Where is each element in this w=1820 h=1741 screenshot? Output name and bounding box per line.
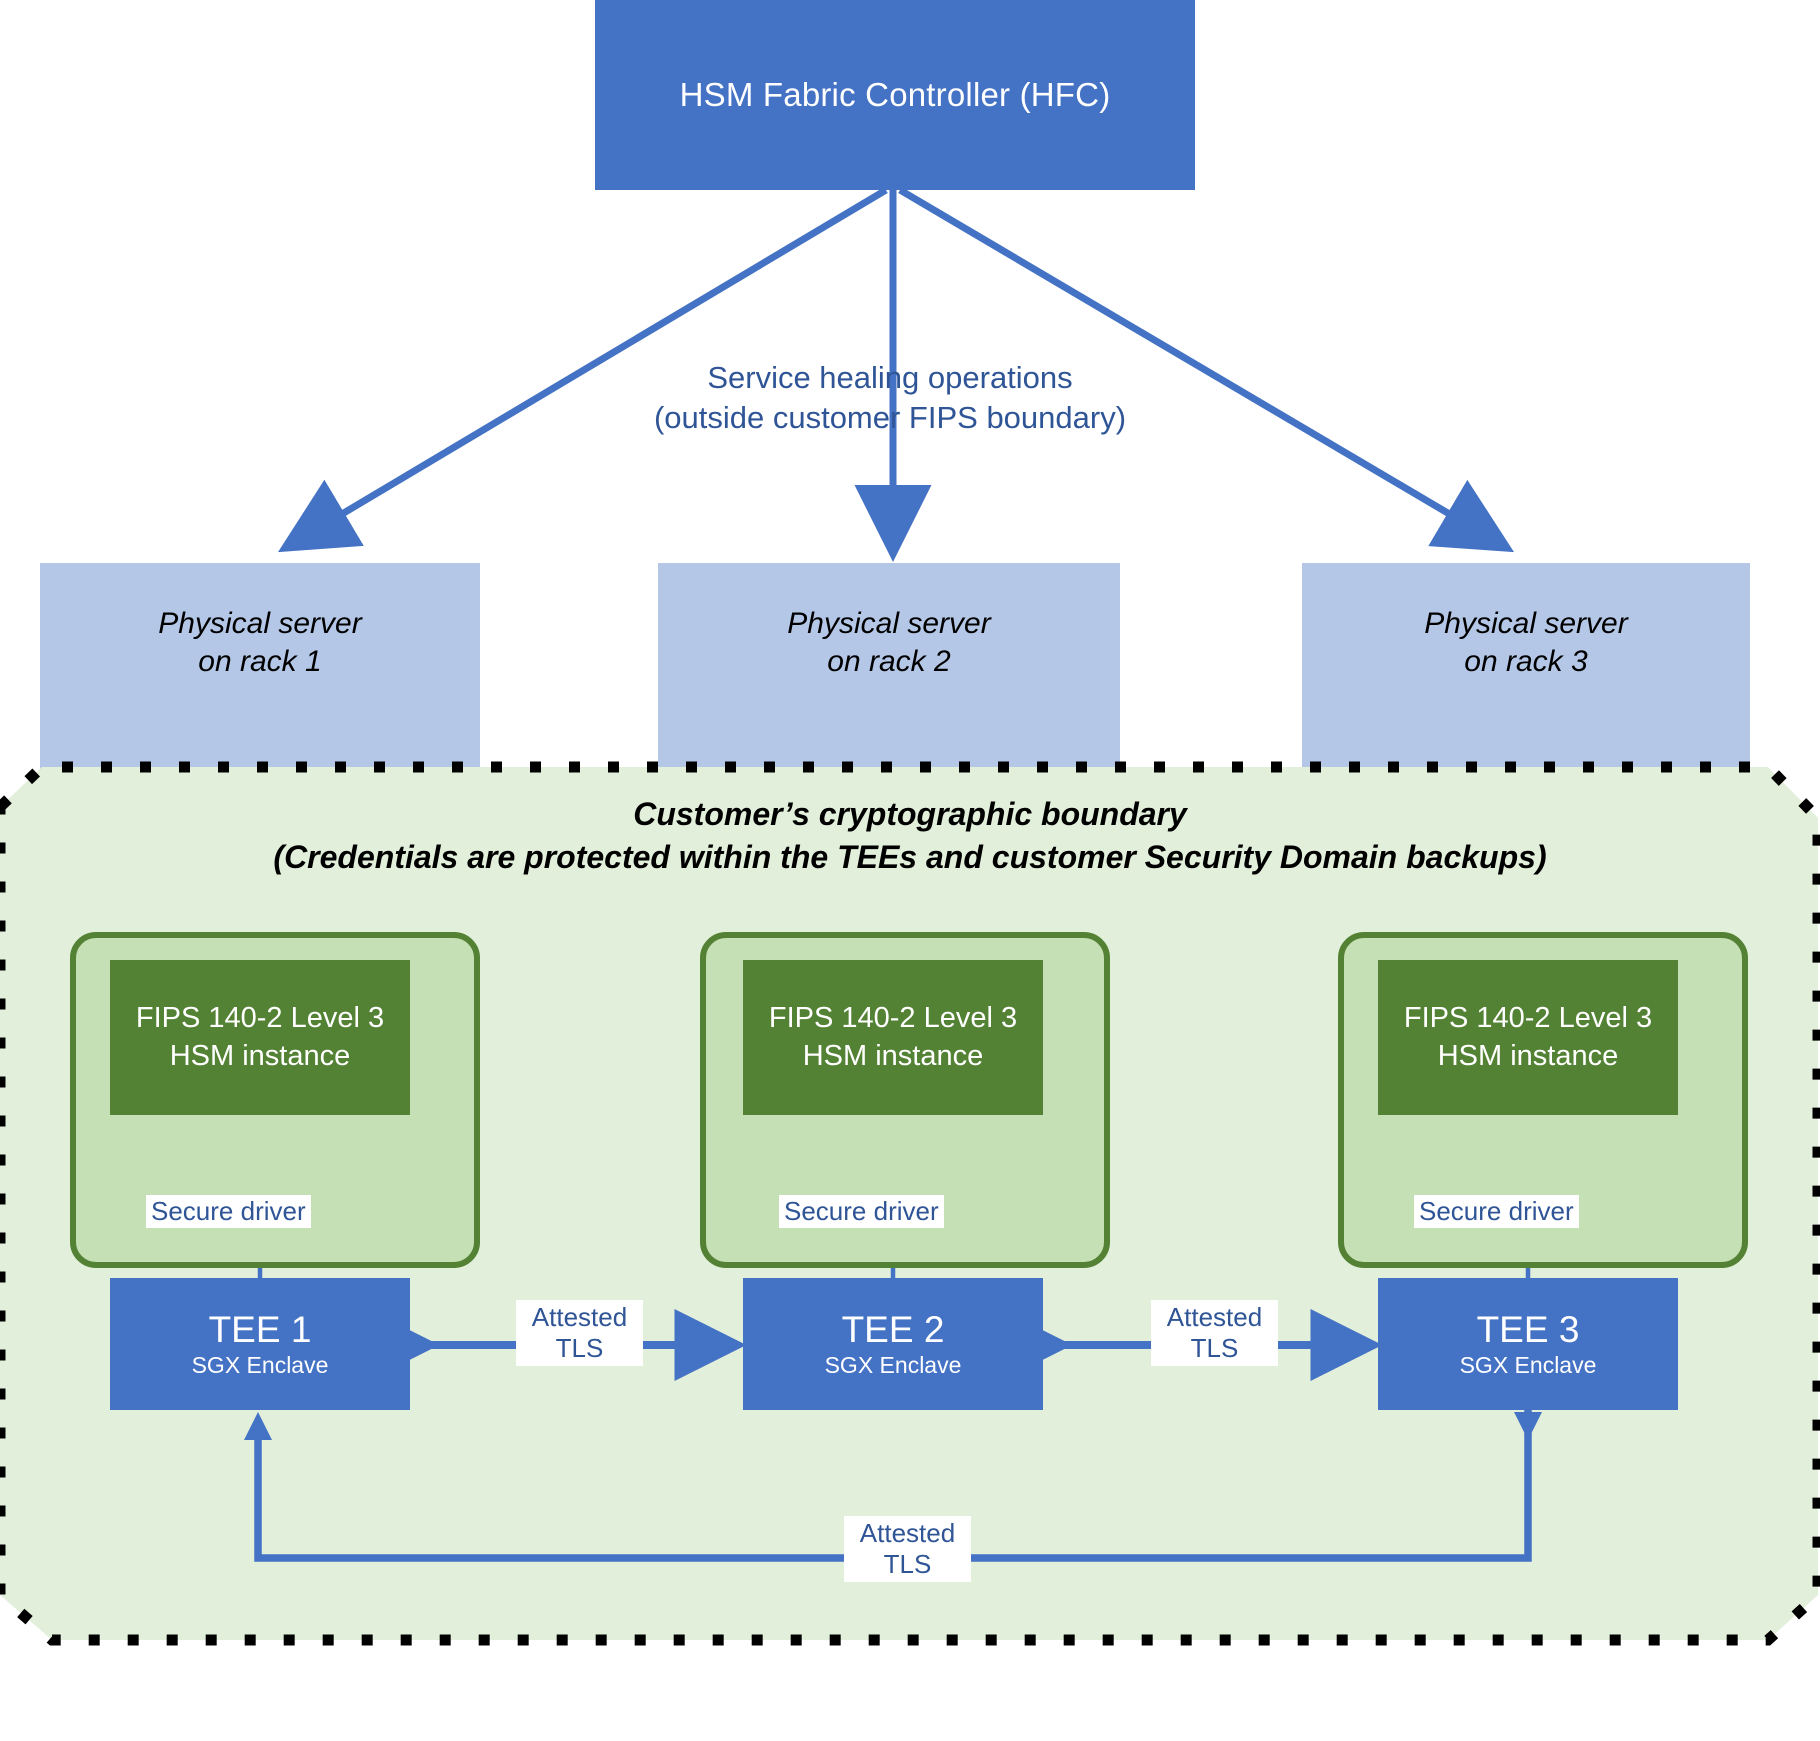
hsm-fabric-controller-label: HSM Fabric Controller (HFC) [679, 76, 1111, 113]
hsm-instance-2-line1: FIPS 140-2 Level 3 [768, 1001, 1018, 1034]
physical-server-3-line1: Physical server [1424, 606, 1628, 640]
attested-tls-label-1-line1: Attested [531, 1302, 628, 1332]
physical-server-1-line2: on rack 1 [198, 645, 322, 678]
hsm-fabric-controller-box[interactable]: HSM Fabric Controller (HFC) [595, 0, 1195, 190]
tee-box-3[interactable]: TEE 3 SGX Enclave [1378, 1278, 1678, 1410]
physical-server-1-line1: Physical server [158, 606, 362, 640]
tee-box-1-subtitle: SGX Enclave [191, 1352, 329, 1379]
arrow-attested-tls-bottom-head-right [1514, 1412, 1542, 1440]
boundary-subtitle: (Credentials are protected within the TE… [273, 839, 1547, 876]
arrow-attested-tls-bottom-head-left [244, 1412, 272, 1440]
attested-tls-label-2-line2: TLS [1190, 1333, 1239, 1364]
attested-tls-label-1-line2: TLS [555, 1333, 604, 1364]
tee-box-2-title: TEE 2 [841, 1308, 945, 1350]
arrow-hfc-to-rack3 [898, 186, 1515, 553]
physical-server-2-line1: Physical server [787, 606, 991, 640]
hsm-instance-2-line2: HSM instance [802, 1039, 984, 1072]
attested-tls-label-2-line1: Attested [1166, 1302, 1263, 1332]
hsm-instance-3[interactable]: FIPS 140-2 Level 3 HSM instance [1378, 960, 1678, 1115]
physical-server-2-line2: on rack 2 [827, 645, 951, 678]
tee-box-1[interactable]: TEE 1 SGX Enclave [110, 1278, 410, 1410]
secure-driver-label-3: Secure driver [1414, 1195, 1579, 1228]
attested-tls-label-2: Attested TLS [1151, 1300, 1278, 1367]
tee-box-2-subtitle: SGX Enclave [824, 1352, 962, 1379]
boundary-caption: Customer’s cryptographic boundary (Crede… [0, 793, 1820, 879]
tee-box-2[interactable]: TEE 2 SGX Enclave [743, 1278, 1043, 1410]
attested-tls-label-3-line1: Attested [859, 1518, 956, 1548]
hsm-instance-1[interactable]: FIPS 140-2 Level 3 HSM instance [110, 960, 410, 1115]
hsm-instance-2[interactable]: FIPS 140-2 Level 3 HSM instance [743, 960, 1043, 1115]
service-healing-label: Service healing operations (outside cust… [560, 358, 1220, 439]
hsm-instance-3-line2: HSM instance [1437, 1039, 1619, 1072]
attested-tls-label-3: Attested TLS [844, 1516, 971, 1583]
secure-driver-label-2: Secure driver [779, 1195, 944, 1228]
attested-tls-label-1: Attested TLS [516, 1300, 643, 1367]
service-healing-line2: (outside customer FIPS boundary) [653, 400, 1127, 436]
physical-server-1: Physical server on rack 1 [40, 563, 480, 723]
boundary-title: Customer’s cryptographic boundary [633, 796, 1187, 832]
physical-server-2: Physical server on rack 2 [658, 563, 1120, 723]
hsm-instance-3-line1: FIPS 140-2 Level 3 [1403, 1001, 1653, 1034]
tee-box-3-title: TEE 3 [1476, 1308, 1580, 1350]
arrow-hfc-to-rack1 [277, 186, 888, 553]
secure-driver-label-1: Secure driver [146, 1195, 311, 1228]
physical-server-3: Physical server on rack 3 [1302, 563, 1750, 723]
hsm-instance-1-line2: HSM instance [169, 1039, 351, 1072]
tee-box-3-subtitle: SGX Enclave [1459, 1352, 1597, 1379]
hsm-instance-1-line1: FIPS 140-2 Level 3 [135, 1001, 385, 1034]
physical-server-3-line2: on rack 3 [1464, 645, 1588, 678]
service-healing-line1: Service healing operations [707, 360, 1073, 395]
attested-tls-label-3-line2: TLS [883, 1549, 932, 1580]
tee-box-1-title: TEE 1 [208, 1308, 312, 1350]
